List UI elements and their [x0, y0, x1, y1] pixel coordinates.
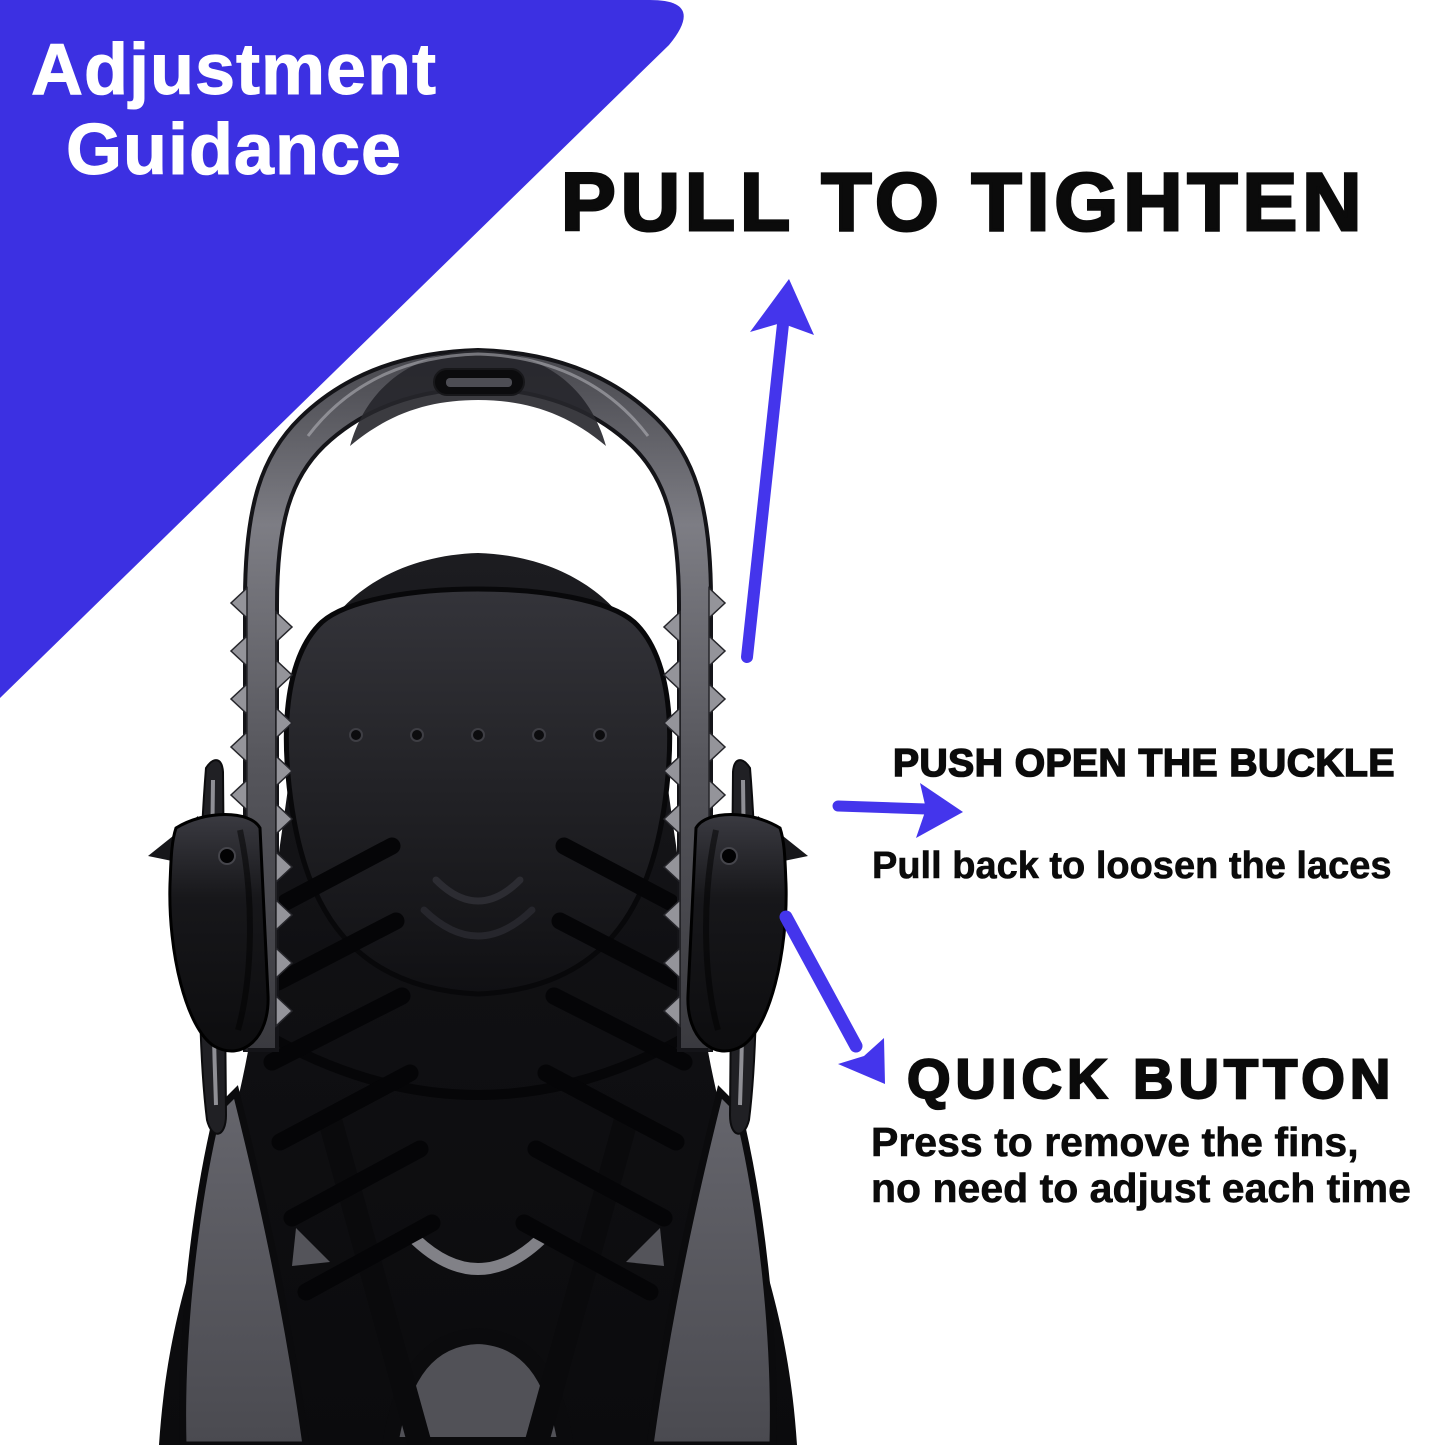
corner-banner-shape — [0, 0, 684, 698]
quick-release-buckles — [148, 813, 808, 1053]
quick-button-description: Press to remove the fins, no need to adj… — [871, 1119, 1412, 1212]
push-open-buckle-description: Pull back to loosen the laces — [872, 845, 1392, 888]
quick-button-description-line2: no need to adjust each time — [871, 1165, 1412, 1212]
quick-button-left — [218, 847, 236, 865]
banner-title-line1: Adjustment — [31, 30, 437, 111]
banner-title-line2: Guidance — [65, 110, 403, 191]
fin-body — [159, 553, 797, 1445]
quick-button-right — [720, 847, 738, 865]
arrow-right-icon — [832, 783, 963, 838]
vent-slots — [263, 837, 693, 1301]
push-open-buckle-title: PUSH OPEN THE BUCKLE — [892, 741, 1395, 786]
arrow-down-right-icon — [779, 910, 885, 1084]
banner-title: Adjustment Guidance — [8, 30, 460, 191]
quick-button-description-line1: Press to remove the fins, — [871, 1119, 1359, 1166]
pull-to-tighten-title: PULL TO TIGHTEN — [559, 156, 1367, 250]
quick-button-title: QUICK BUTTON — [906, 1046, 1396, 1111]
corner-banner — [0, 0, 684, 698]
arrow-up-icon — [741, 279, 814, 663]
